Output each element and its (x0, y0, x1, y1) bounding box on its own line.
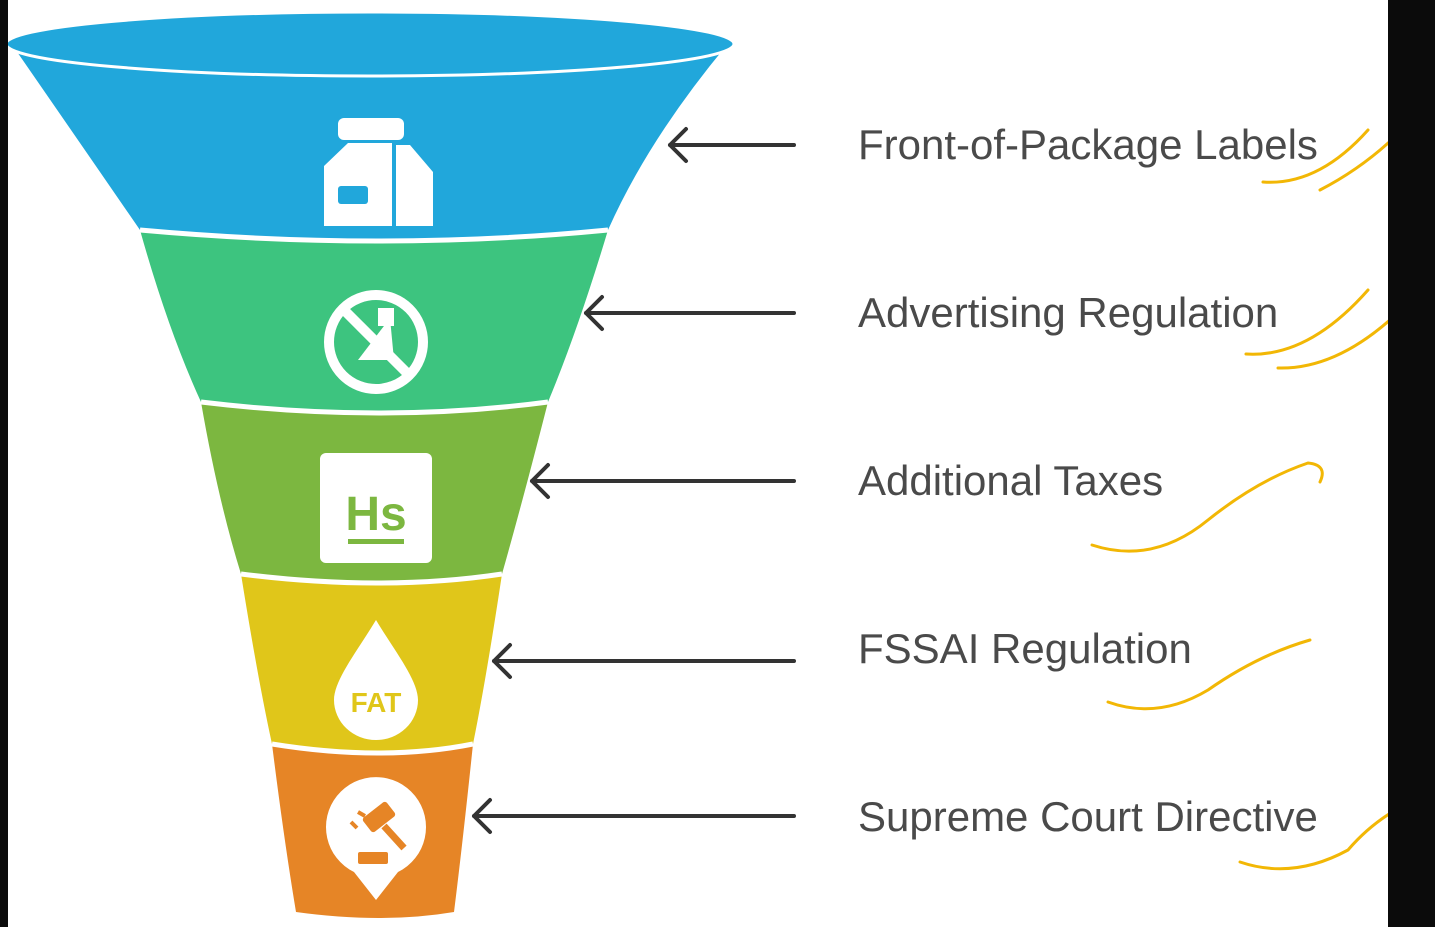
fat-icon-text: FAT (351, 687, 402, 718)
handwritten-underline-annotations (1090, 128, 1388, 871)
hs-code-tax-icon: Hs (320, 453, 432, 563)
arrow-advertising-regulation (584, 295, 796, 331)
label-fssai-regulation: FSSAI Regulation (858, 625, 1192, 672)
funnel-rim (8, 10, 736, 78)
arrow-supreme-court-directive (472, 798, 796, 834)
label-additional-taxes: Additional Taxes (858, 457, 1164, 504)
funnel-level-advertising-regulation (140, 230, 608, 413)
funnel-separators (139, 227, 609, 756)
arrow-front-of-package-labels (668, 127, 796, 163)
food-package-icon (324, 118, 433, 226)
arrows (472, 127, 796, 834)
label-supreme-court-directive: Supreme Court Directive (858, 793, 1318, 840)
label-front-of-package-labels: Front-of-Package Labels (858, 121, 1318, 168)
tax-icon-text: Hs (345, 488, 406, 541)
arrow-additional-taxes (530, 463, 796, 499)
no-advertising-icon (324, 290, 428, 394)
fat-drop-icon: FAT (334, 620, 418, 740)
diagram-canvas: Hs FAT (8, 0, 1388, 927)
label-advertising-regulation: Advertising Regulation (858, 289, 1279, 336)
gavel-location-icon (325, 777, 427, 900)
arrow-fssai-regulation (492, 643, 796, 679)
funnel-diagram: Hs FAT (8, 10, 1388, 918)
